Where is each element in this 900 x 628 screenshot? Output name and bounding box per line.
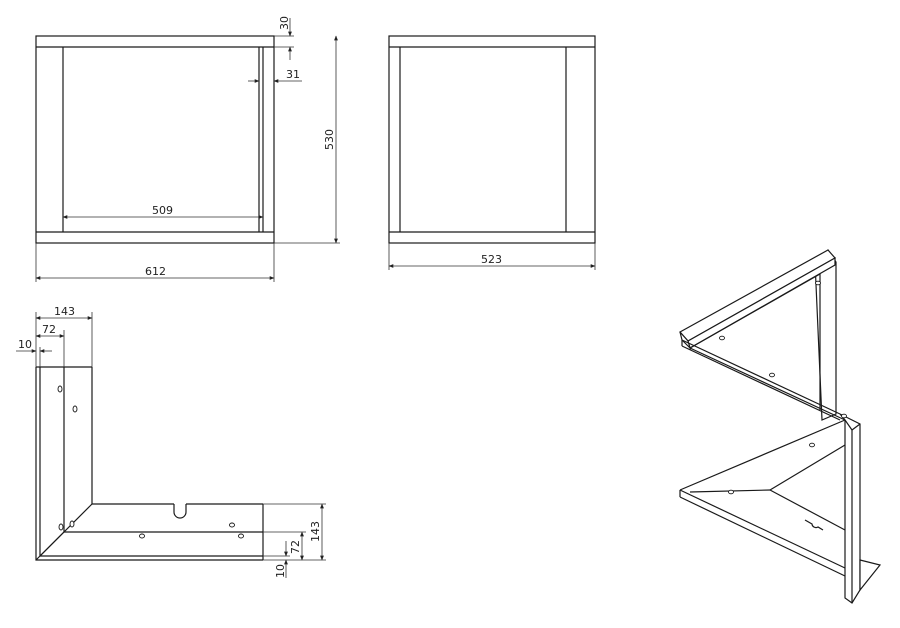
- side-view: [388, 35, 596, 244]
- front-outer-frame: [35, 35, 275, 244]
- mount-hole: [139, 533, 145, 539]
- dim-label-612: 612: [145, 265, 166, 278]
- iso-hole: [728, 489, 734, 495]
- dim-label-30: 30: [278, 16, 291, 30]
- dim-label-143-top: 143: [54, 305, 75, 318]
- side-dimensions: 523: [388, 243, 596, 270]
- mount-hole: [57, 385, 63, 393]
- mount-hole: [238, 533, 244, 539]
- dim-label-143-right: 143: [309, 521, 322, 542]
- plan-dimensions-top: 143 72 10: [16, 305, 93, 367]
- dim-label-10-right: 10: [274, 564, 287, 578]
- iso-hole: [769, 372, 775, 378]
- iso-hole: [719, 335, 725, 341]
- dim-label-72-right: 72: [289, 540, 302, 554]
- side-outer-frame: [388, 35, 596, 244]
- plan-dimensions-right: 143 72 10: [263, 503, 326, 578]
- mount-hole: [69, 520, 75, 528]
- front-view: [35, 35, 275, 244]
- iso-hole: [815, 280, 821, 286]
- iso-hole: [841, 413, 847, 419]
- mount-hole: [229, 522, 235, 528]
- mount-hole: [58, 523, 64, 531]
- dim-label-523: 523: [481, 253, 502, 266]
- mount-hole: [72, 405, 78, 413]
- dim-label-530: 530: [323, 129, 336, 150]
- isometric-view: [679, 249, 882, 604]
- dim-label-509: 509: [152, 204, 173, 217]
- dim-label-72-top: 72: [42, 323, 56, 336]
- dim-label-31: 31: [286, 68, 300, 81]
- front-dimensions: 30 31 530 509 612: [35, 16, 340, 282]
- plan-view: [35, 366, 264, 561]
- dim-label-10-top: 10: [18, 338, 32, 351]
- iso-hole: [809, 442, 815, 448]
